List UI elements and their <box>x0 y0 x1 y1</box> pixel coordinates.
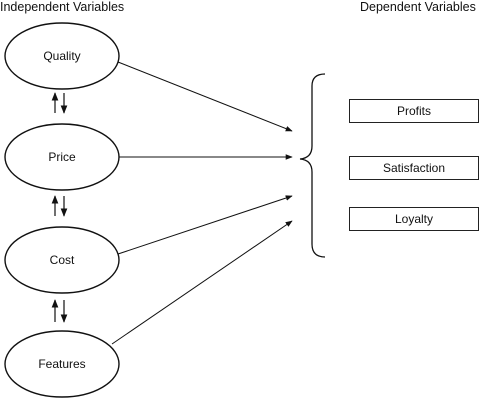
grouping-brace <box>299 73 326 258</box>
node-features <box>4 330 120 398</box>
dependent-variables-header: Dependent Variables <box>360 0 476 14</box>
node-price-label: Price <box>48 150 76 164</box>
dependent-box-loyalty: Loyalty <box>349 207 479 231</box>
link-quality-price <box>51 92 68 114</box>
node-cost-label: Cost <box>50 253 75 267</box>
arrow-cost <box>117 195 293 255</box>
dependent-box-satisfaction: Satisfaction <box>349 156 479 180</box>
node-quality <box>4 22 120 90</box>
dependent-box-profits: Profits <box>349 99 479 123</box>
node-cost <box>4 226 120 294</box>
arrow-quality <box>117 61 293 132</box>
node-features-label: Features <box>38 357 85 371</box>
link-cost-features <box>51 299 68 323</box>
link-price-cost <box>51 195 68 217</box>
arrow-features <box>111 220 293 345</box>
node-quality-label: Quality <box>43 49 80 63</box>
independent-variables-header: Independent Variables <box>0 0 125 14</box>
